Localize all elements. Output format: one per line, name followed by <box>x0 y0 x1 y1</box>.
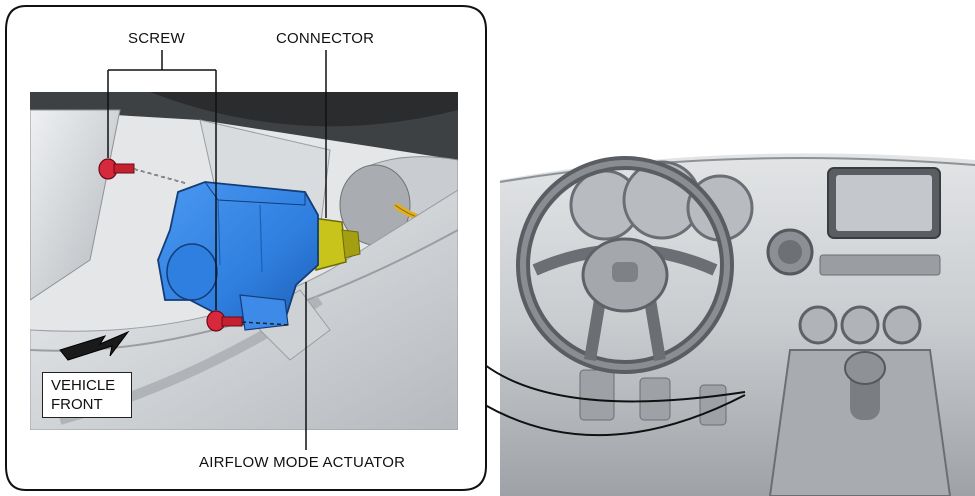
vehicle-front-line1: VEHICLE <box>51 377 116 394</box>
connector-label: CONNECTOR <box>276 30 375 47</box>
vehicle-front-label: VEHICLE FRONT <box>42 372 132 418</box>
screw-label: SCREW <box>128 30 185 47</box>
leader-lines <box>107 50 327 450</box>
dashboard-illustration <box>499 153 975 496</box>
vehicle-front-line2: FRONT <box>51 396 103 413</box>
airflow-mode-actuator-part <box>157 181 319 331</box>
screw-part-lower <box>206 310 243 332</box>
airflow-mode-actuator-label: AIRFLOW MODE ACTUATOR <box>199 454 406 471</box>
vehicle-front-arrow <box>59 330 130 361</box>
callout-pointer <box>484 364 746 437</box>
screw-part-upper <box>98 158 135 180</box>
